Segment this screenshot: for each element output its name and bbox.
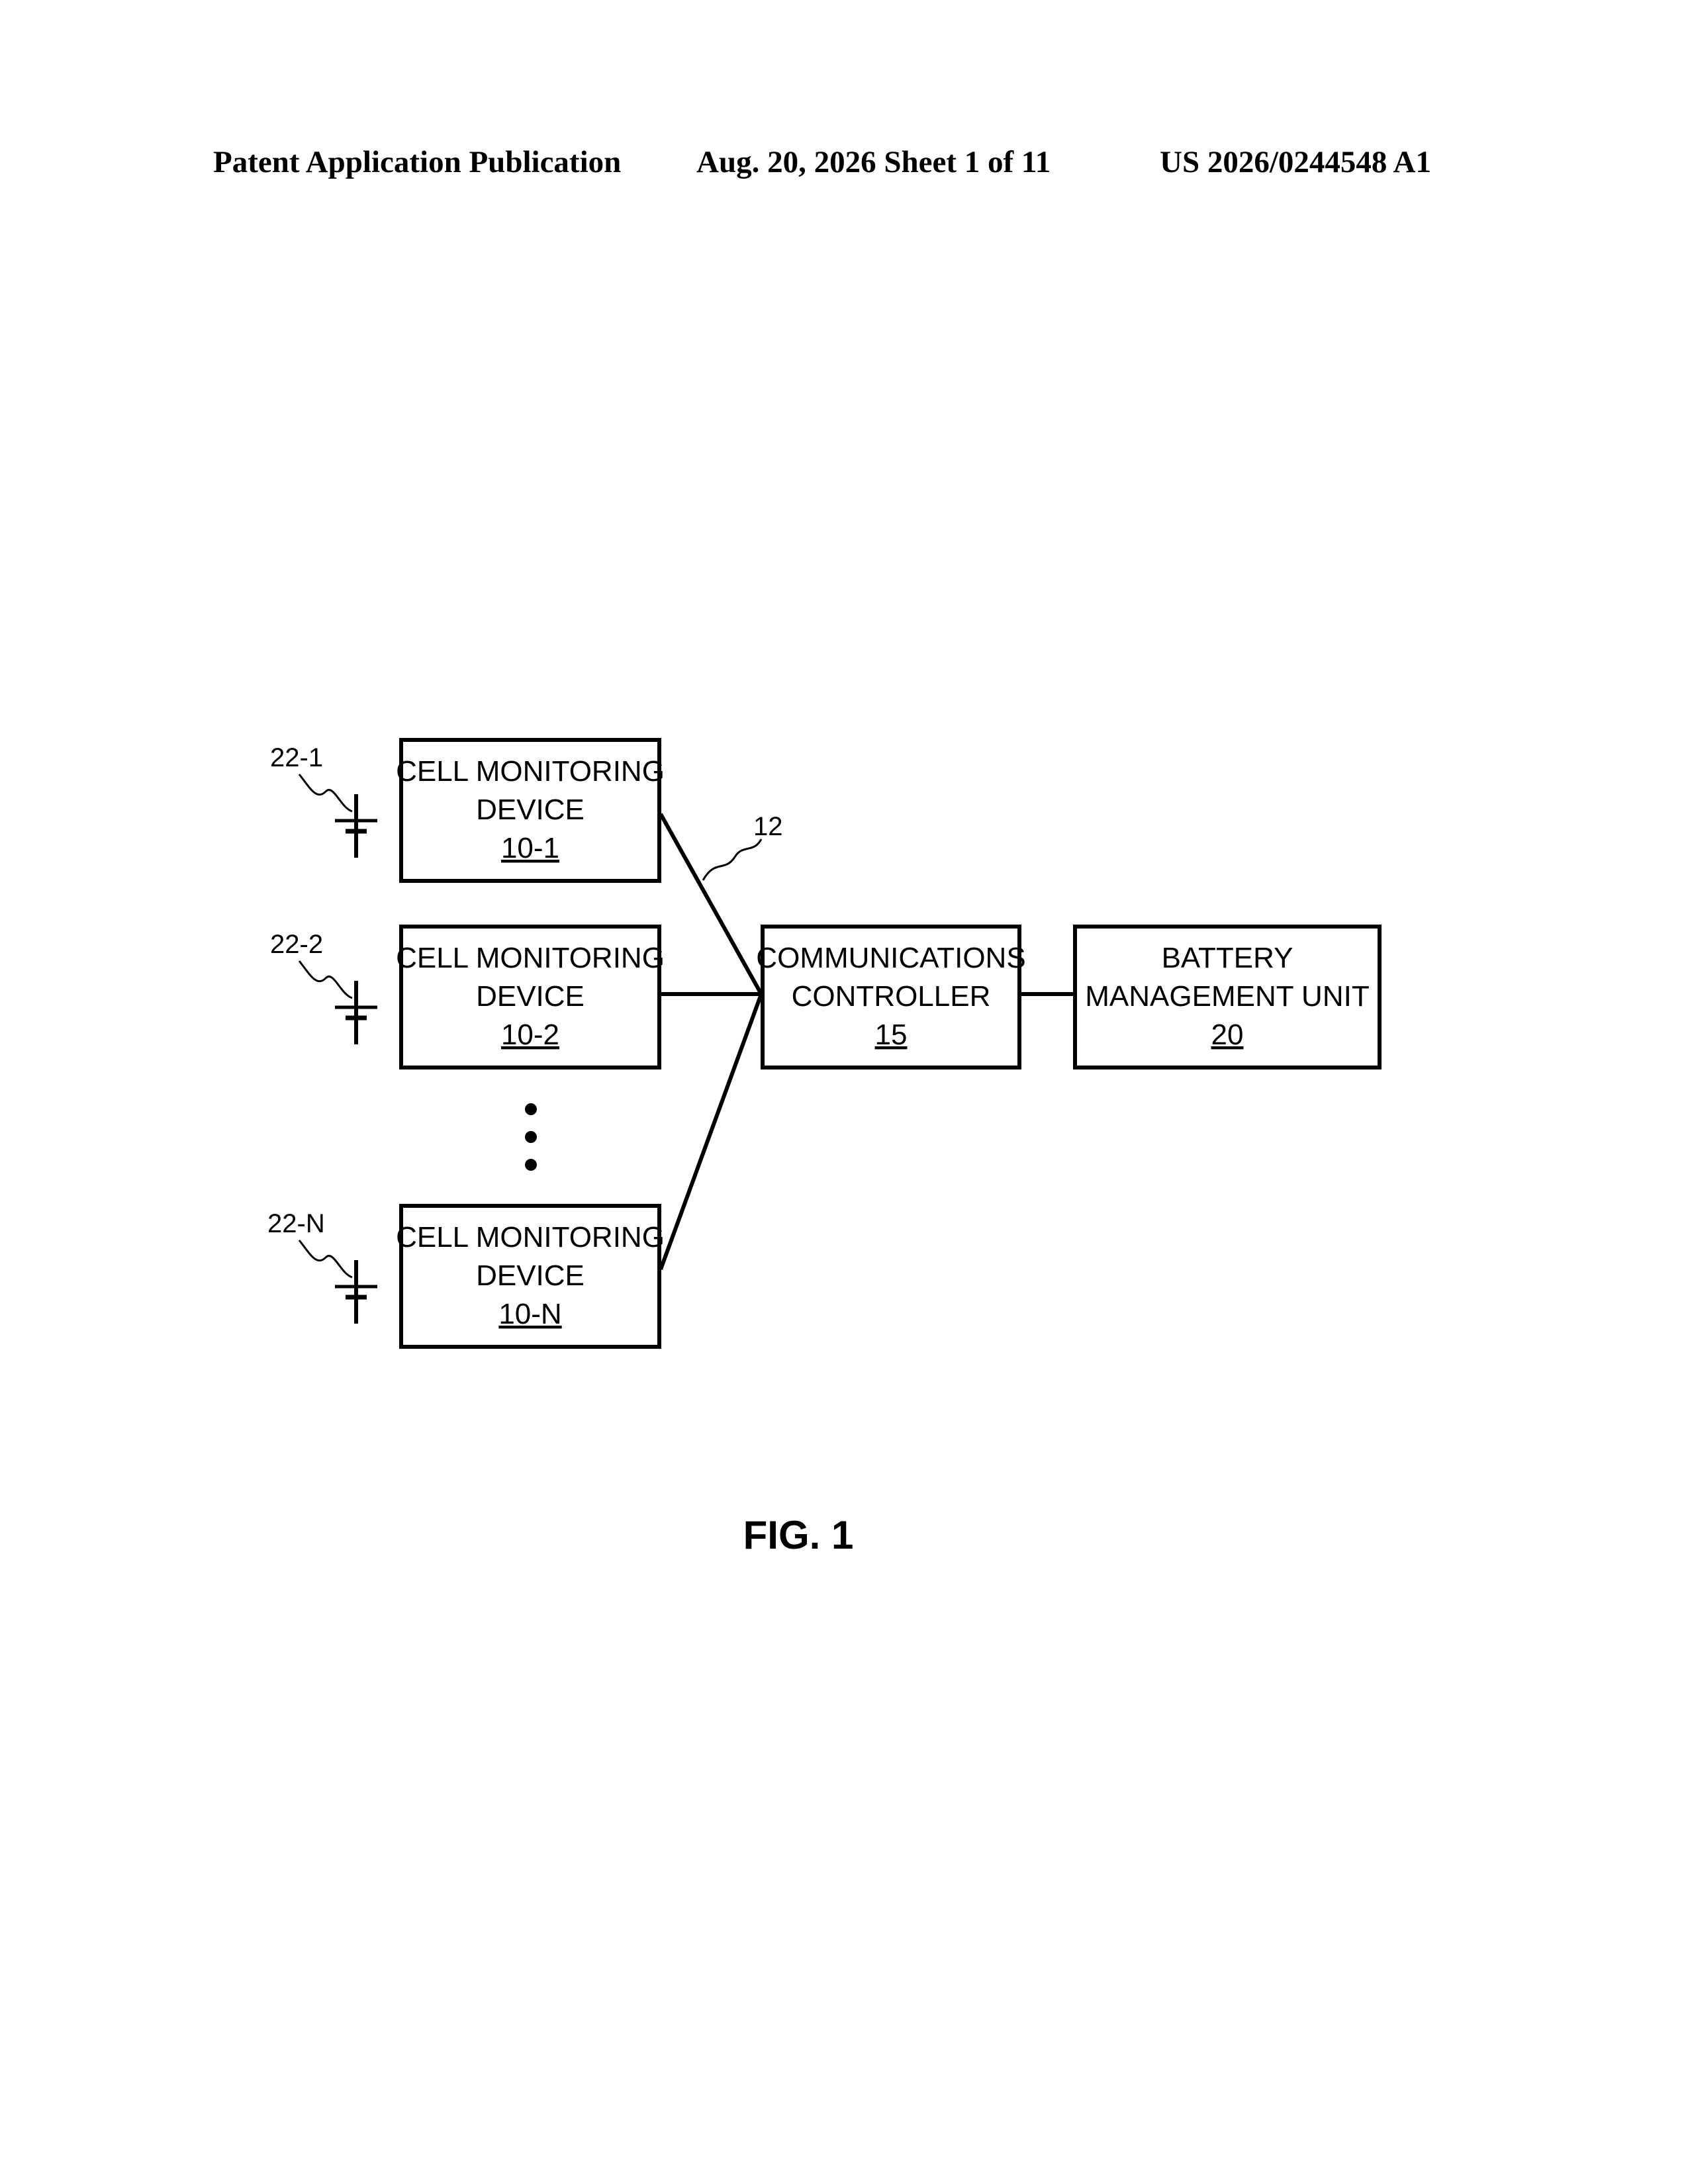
device-ref-label: 10-N bbox=[498, 1298, 561, 1330]
battery-cell-icon bbox=[335, 1260, 377, 1324]
cell-ref-leader bbox=[299, 774, 352, 811]
ellipsis-dot bbox=[525, 1159, 537, 1171]
device-ref-label: 10-1 bbox=[501, 832, 559, 864]
cell-ref-leader bbox=[299, 961, 352, 998]
battery-cell-icon bbox=[335, 794, 377, 858]
device-ref-label: 10-2 bbox=[501, 1019, 559, 1051]
bus-ref-label: 12 bbox=[753, 812, 783, 841]
ellipsis-dots bbox=[525, 1103, 537, 1171]
figure-label: FIG. 1 bbox=[743, 1513, 854, 1557]
cell-ref-label: 22-2 bbox=[270, 930, 323, 959]
cell-ref-label: 22-1 bbox=[270, 743, 323, 772]
controller-label-line1: COMMUNICATIONS bbox=[756, 942, 1025, 974]
controller-label-line2: CONTROLLER bbox=[792, 980, 991, 1013]
controller-ref-label: 15 bbox=[875, 1019, 908, 1051]
bus-connections bbox=[661, 814, 1074, 1269]
bmu-label-line1: BATTERY bbox=[1162, 942, 1293, 974]
battery-cell-22-2: 22-2 bbox=[270, 930, 377, 1044]
ellipsis-dot bbox=[525, 1131, 537, 1143]
cell-ref-label: 22-N bbox=[267, 1209, 325, 1238]
bmu-label-line2: MANAGEMENT UNIT bbox=[1085, 980, 1369, 1013]
cell-ref-leader bbox=[299, 1240, 352, 1277]
ellipsis-dot bbox=[525, 1103, 537, 1115]
bus-ref-leader bbox=[703, 839, 761, 880]
device-label-line1: CELL MONITORING bbox=[396, 755, 665, 788]
device-label-line2: DEVICE bbox=[476, 1259, 585, 1292]
device-label-line2: DEVICE bbox=[476, 794, 585, 826]
battery-cell-22-n: 22-N bbox=[267, 1209, 377, 1324]
bus-line-device-n bbox=[661, 994, 761, 1269]
battery-cell-icon bbox=[335, 981, 377, 1044]
bmu-ref-label: 20 bbox=[1211, 1019, 1244, 1051]
device-label-line1: CELL MONITORING bbox=[396, 1221, 665, 1253]
device-label-line1: CELL MONITORING bbox=[396, 942, 665, 974]
bus-line-device-1 bbox=[661, 814, 761, 994]
device-label-line2: DEVICE bbox=[476, 980, 585, 1013]
battery-cell-22-1: 22-1 bbox=[270, 743, 377, 858]
